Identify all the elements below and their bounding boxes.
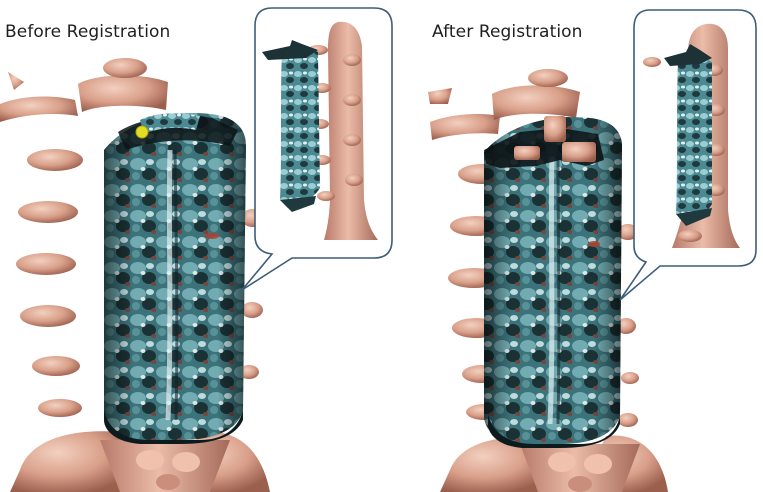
before-registration-panel bbox=[0, 7, 393, 492]
scanned-surface-overlay bbox=[104, 113, 246, 444]
after-registration-panel bbox=[428, 9, 757, 492]
scanned-surface-overlay-after bbox=[484, 116, 622, 448]
after-registration-title: After Registration bbox=[432, 22, 583, 42]
spine-bone-model bbox=[0, 58, 270, 492]
before-sagittal-callout bbox=[241, 7, 393, 291]
yellow-landmark-marker-icon bbox=[135, 125, 149, 139]
before-registration-title: Before Registration bbox=[5, 22, 171, 42]
after-sagittal-callout bbox=[619, 9, 757, 301]
